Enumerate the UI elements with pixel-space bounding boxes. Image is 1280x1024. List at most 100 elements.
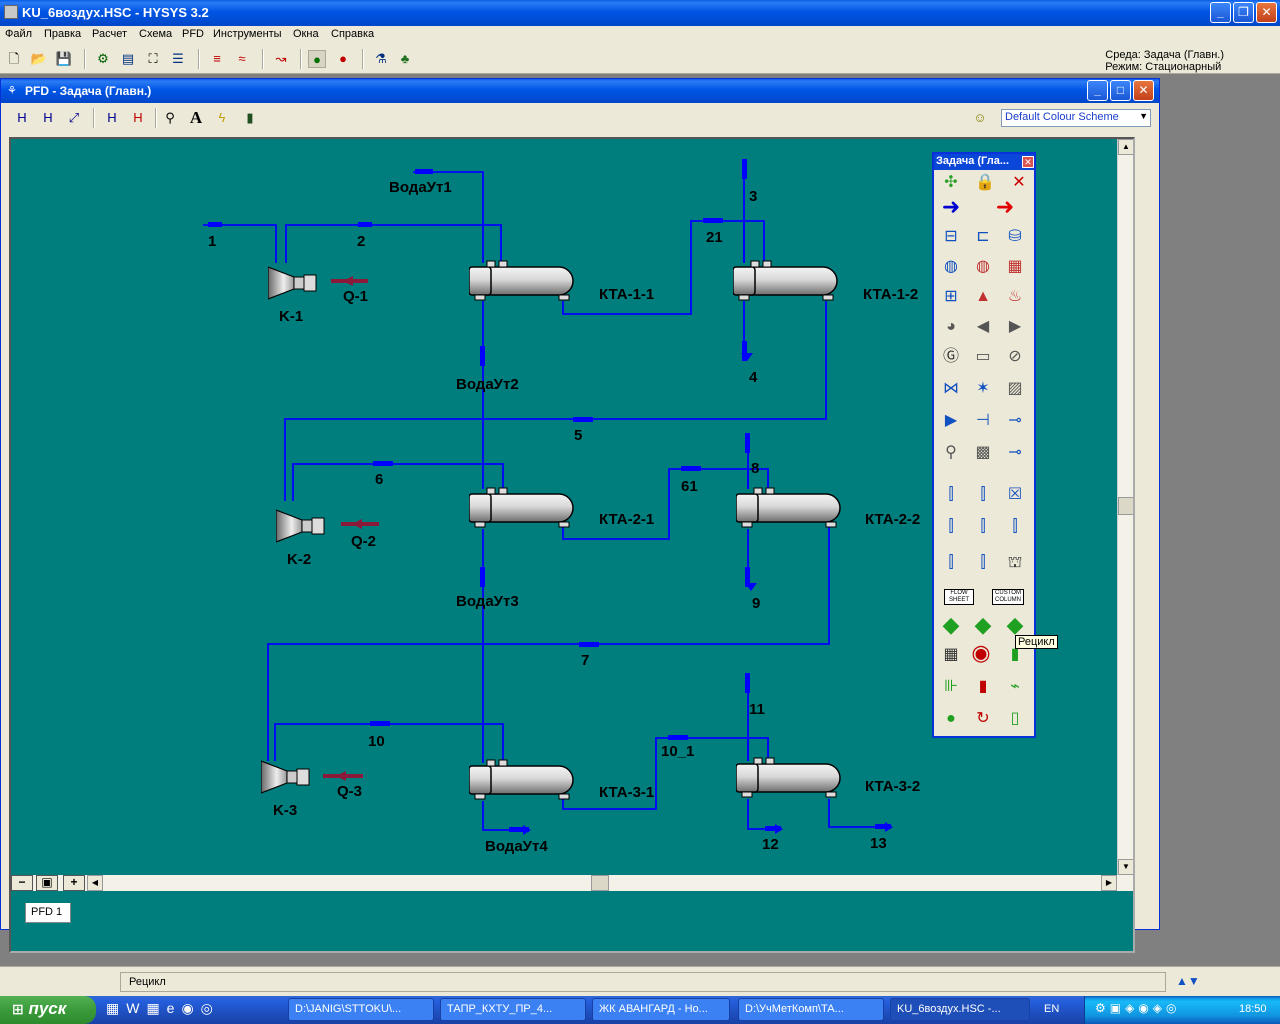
menu-tools[interactable]: Инструменты xyxy=(213,28,282,40)
distillation-icon[interactable]: ⫿ xyxy=(948,518,954,535)
steady-state-icon[interactable]: ● xyxy=(308,50,326,68)
scroll-right-icon[interactable]: ▶ xyxy=(1101,875,1117,891)
task-hysys[interactable]: KU_6воздух.HSC -... xyxy=(890,998,1030,1021)
stream-label-1[interactable]: 1 xyxy=(208,233,216,250)
separator-icon[interactable]: ⊟ xyxy=(944,228,958,245)
pfd-minimize-button[interactable]: _ xyxy=(1087,80,1108,101)
palette-pointer-icon[interactable]: ✣ xyxy=(944,174,958,191)
stream-label-5[interactable]: 5 xyxy=(574,427,582,444)
three-phase-column-icon[interactable]: ⫿ xyxy=(948,554,954,571)
component-splitter-icon[interactable]: ⊸ xyxy=(1008,412,1022,429)
graph-icon[interactable]: ↝ xyxy=(275,51,287,66)
liquid-extractor-icon[interactable]: ⫿ xyxy=(980,554,986,571)
relief-valve-icon[interactable]: ✶ xyxy=(976,380,990,397)
tab-pfd-1[interactable]: PFD 1 xyxy=(25,903,71,923)
flask-icon[interactable]: ⚗ xyxy=(375,51,387,66)
adjust-icon[interactable]: ◆ xyxy=(942,612,960,637)
unit-label-kta-2-2[interactable]: КТА-2-2 xyxy=(865,511,920,528)
cooler-icon[interactable]: ◍ xyxy=(976,258,990,275)
unit-label-k1[interactable]: K-1 xyxy=(279,308,303,325)
component-list-icon[interactable]: ⚙ xyxy=(97,51,109,66)
scroll-thumb-horizontal[interactable] xyxy=(591,875,609,891)
unit-label-kta-3-1[interactable]: КТА-3-1 xyxy=(599,784,654,801)
menu-edit[interactable]: Правка xyxy=(44,28,82,40)
heater-icon[interactable]: ◍ xyxy=(944,258,958,275)
reactor-icon[interactable]: ☒ xyxy=(1007,486,1023,503)
pfr-icon[interactable]: ⫿ xyxy=(1012,518,1018,535)
stream-label-vodaut2[interactable]: ВодаУт2 xyxy=(456,376,519,393)
menu-scheme[interactable]: Схема xyxy=(139,28,173,40)
expander-icon[interactable]: ▶ xyxy=(1008,318,1022,335)
palette-lock-icon[interactable]: 🔒 xyxy=(975,174,995,191)
scroll-left-icon[interactable]: ◀ xyxy=(87,875,103,891)
zoom-in-button[interactable]: + xyxy=(63,875,85,891)
pfd-close-button[interactable]: ✕ xyxy=(1133,80,1154,101)
task-browser[interactable]: ЖК АВАНГАРД - Но... xyxy=(592,998,730,1021)
start-button[interactable]: ⊞ пуск xyxy=(0,996,96,1024)
refluxed-absorber-icon[interactable]: ⫿ xyxy=(980,518,986,535)
energy-label-q3[interactable]: Q-3 xyxy=(337,783,362,800)
binoculars-icon[interactable]: ⛶ xyxy=(148,51,158,66)
menu-help[interactable]: Справка xyxy=(331,28,375,40)
transfer-function-icon[interactable]: ▮ xyxy=(978,678,988,695)
attach-mode-icon[interactable]: H xyxy=(107,110,117,125)
valve-icon[interactable]: ⋈ xyxy=(943,380,959,397)
stream-label-12[interactable]: 12 xyxy=(762,836,779,853)
compressible-pipe-icon[interactable]: ⊘ xyxy=(1008,348,1022,365)
lng-exchanger-icon[interactable]: ▦ xyxy=(1007,258,1023,275)
minimize-button[interactable]: _ xyxy=(1210,2,1231,23)
balance-icon[interactable]: ◉ xyxy=(971,640,991,665)
heat-exchanger-kta-3-2[interactable] xyxy=(736,757,841,798)
close-button[interactable]: ✕ xyxy=(1256,2,1277,23)
unit-label-k2[interactable]: K-2 xyxy=(287,551,311,568)
zoom-icon[interactable]: ⚲ xyxy=(165,110,175,125)
size-mode-icon[interactable]: H xyxy=(17,110,27,125)
task-explorer-1[interactable]: D:\JANIG\STTOKU\... xyxy=(288,998,434,1021)
tank-horizontal-icon[interactable]: ⊏ xyxy=(976,228,990,245)
zoom-fit-icon[interactable]: ⤢ xyxy=(68,110,80,125)
dynamic-mode-icon[interactable]: ● xyxy=(339,51,347,66)
cause-effect-icon[interactable]: ↻ xyxy=(976,710,990,727)
unit-label-k3[interactable]: K-3 xyxy=(273,802,297,819)
stream-label-10[interactable]: 10 xyxy=(368,733,385,750)
open-folder-icon[interactable]: 📂 xyxy=(30,51,48,66)
energy-label-q1[interactable]: Q-1 xyxy=(343,288,368,305)
stack-equipment-icon[interactable]: ▨ xyxy=(1007,380,1023,397)
controller-icon[interactable]: ▮ xyxy=(1010,646,1020,663)
tee-icon[interactable]: ⊣ xyxy=(976,412,990,429)
palette-close-icon[interactable]: ✕ xyxy=(1022,156,1034,168)
quick-launch-icons[interactable]: ▦W▦e◉◎ xyxy=(106,1000,220,1016)
lightning-icon[interactable]: ϟ xyxy=(218,110,226,125)
stream-label-6[interactable]: 6 xyxy=(375,471,383,488)
zoom-all-button[interactable]: ▣ xyxy=(36,875,58,891)
stream-label-7[interactable]: 7 xyxy=(581,652,589,669)
stream-label-13[interactable]: 13 xyxy=(870,835,887,852)
scroll-up-icon[interactable]: ▲ xyxy=(1118,139,1133,155)
heat-exchanger-kta-3-1[interactable] xyxy=(469,759,574,800)
task-explorer-2[interactable]: D:\УчМетКомп\ТА... xyxy=(738,998,884,1021)
heat-exchanger-icon[interactable]: ⊞ xyxy=(944,288,958,305)
absorber-icon[interactable]: ⫿ xyxy=(948,486,954,503)
auto-position-icon[interactable]: H xyxy=(43,110,53,125)
workbook-icon[interactable]: ☰ xyxy=(172,51,184,66)
unit-label-kta-1-1[interactable]: КТА-1-1 xyxy=(599,286,654,303)
pfd-canvas[interactable]: 1 2 ВодаУт1 3 21 Q-1 K-1 КТА-1-1 КТА-1-2… xyxy=(11,139,1115,875)
heat-exchanger-kta-1-2[interactable] xyxy=(733,260,838,301)
pump-icon[interactable]: ◕ xyxy=(946,318,956,335)
generator-icon[interactable]: Ⓖ xyxy=(942,348,959,365)
chevron-down-icon[interactable]: ▼ xyxy=(1139,111,1148,121)
restore-button[interactable]: ❐ xyxy=(1233,2,1254,23)
stream-label-61[interactable]: 61 xyxy=(681,478,698,495)
fluid-package-icon[interactable]: ▤ xyxy=(121,51,135,66)
flowsheet-button[interactable]: FLOW SHEET xyxy=(944,589,974,605)
horizontal-scrollbar[interactable]: − ▣ + ◀ ▶ xyxy=(11,875,1133,891)
material-stream-icon[interactable]: ➜ xyxy=(941,194,961,219)
air-cooler-icon[interactable]: ♨ xyxy=(1007,288,1023,305)
language-indicator[interactable]: EN xyxy=(1044,1003,1060,1015)
plant-icon[interactable]: ♣ xyxy=(400,51,410,66)
heat-exchanger-kta-1-1[interactable] xyxy=(469,260,574,301)
stream-label-vodaut4[interactable]: ВодаУт4 xyxy=(485,838,548,855)
stream-wave-icon[interactable]: ≈ xyxy=(238,51,246,66)
heat-exchanger-kta-2-1[interactable] xyxy=(469,487,574,528)
mixer-icon[interactable]: ▶ xyxy=(944,412,958,429)
